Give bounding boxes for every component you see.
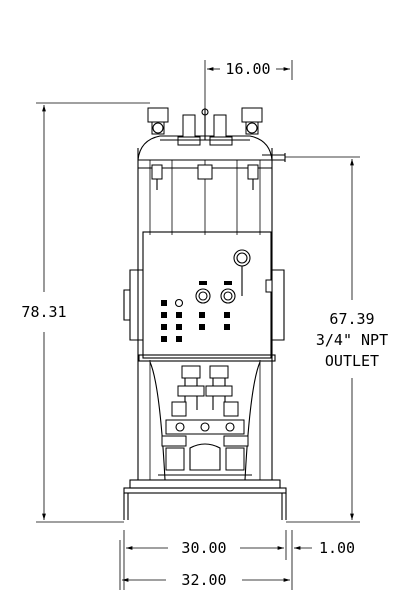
base-skid (123, 479, 287, 520)
control-cabinet (138, 231, 276, 362)
side-frames (123, 269, 285, 341)
lower-manifold (149, 361, 261, 481)
machine-body (123, 107, 287, 520)
dim-top-width-text: 16.00 (225, 60, 270, 78)
top-valves (147, 107, 263, 190)
outlet-size-text: 3/4" NPT (316, 331, 388, 349)
dim-overall-height-text: 78.31 (21, 303, 66, 321)
outlet-label-text: OUTLET (325, 352, 379, 370)
dim-base-width-text: 30.00 (181, 539, 226, 557)
dim-overall-width-text: 32.00 (181, 571, 226, 589)
dim-top-width: 16.00 (204, 60, 293, 110)
dim-base-width: 30.00 1.00 (123, 530, 355, 590)
dim-outlet-height-text: 67.39 (329, 310, 374, 328)
dim-overall-height: 78.31 (21, 102, 150, 523)
dim-overall-width: 32.00 (119, 540, 290, 590)
dim-base-offset-text: 1.00 (319, 539, 355, 557)
dim-outlet-height: 67.39 3/4" NPT OUTLET (285, 156, 388, 523)
